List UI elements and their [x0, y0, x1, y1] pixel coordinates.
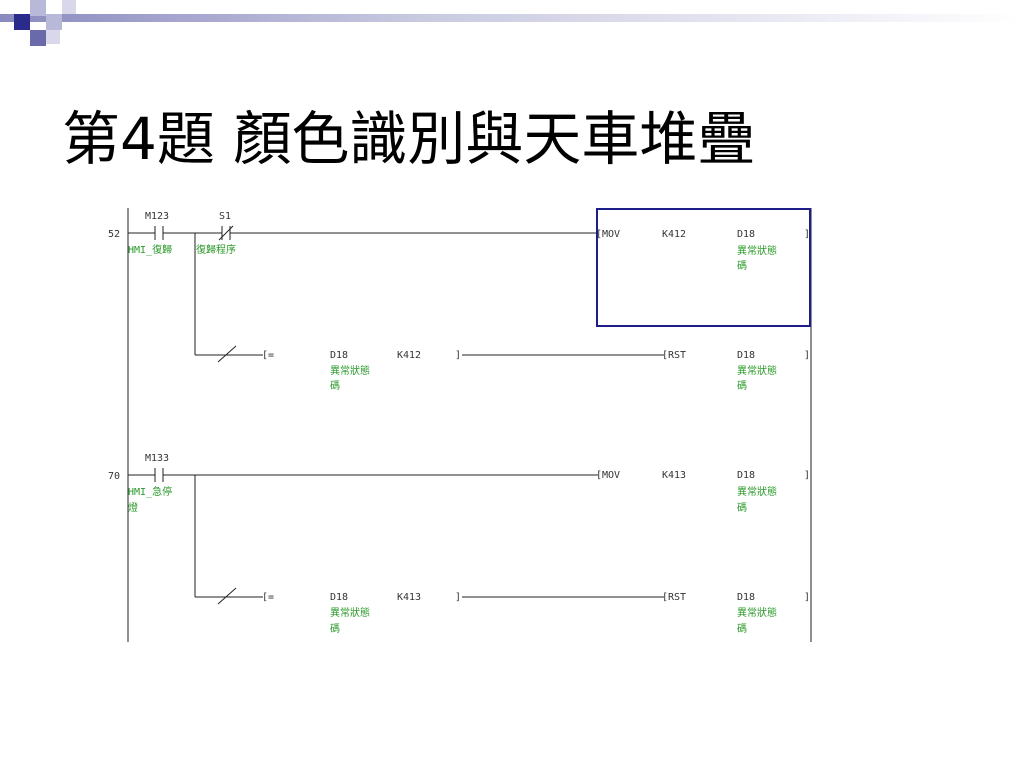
instruction-operand: D18	[330, 350, 348, 361]
mov-instruction[interactable]: [MOV K413 D18 ] 異常狀態 碼	[596, 470, 810, 514]
contact-comment: HMI_復歸	[128, 243, 172, 256]
contact-device-label: M133	[145, 453, 169, 464]
instruction-name: [MOV	[596, 229, 620, 240]
operand-comment: 碼	[330, 380, 340, 392]
contact-comment: 燈	[128, 502, 138, 514]
operand-comment: 異常狀態	[330, 606, 370, 619]
mov-instruction[interactable]: [MOV K412 D18 ] 異常狀態 碼	[596, 229, 810, 272]
instruction-operand: D18	[737, 592, 755, 603]
instruction-name: [=	[262, 592, 274, 603]
operand-comment: 異常狀態	[737, 485, 777, 498]
instruction-bracket: ]	[455, 350, 461, 361]
instruction-operand: K413	[662, 470, 686, 481]
no-contact-m123[interactable]	[154, 226, 164, 240]
compare-instruction[interactable]: [= D18 K413 ] 異常狀態 碼	[262, 592, 461, 635]
operand-comment: 異常狀態	[737, 364, 777, 377]
negation-mark	[217, 345, 237, 363]
no-contact-m133[interactable]	[154, 468, 164, 482]
operand-comment: 異常狀態	[737, 244, 777, 257]
corner-decoration	[0, 0, 1024, 60]
compare-instruction[interactable]: [= D18 K412 ] 異常狀態 碼	[262, 350, 461, 392]
step-number: 70	[108, 471, 120, 482]
operand-comment: 異常狀態	[330, 364, 370, 377]
instruction-bracket: ]	[455, 592, 461, 603]
selection-box	[596, 208, 811, 327]
negation-mark	[217, 587, 237, 605]
instruction-name: [=	[262, 350, 274, 361]
operand-comment: 碼	[737, 380, 747, 392]
instruction-name: [RST	[662, 592, 686, 603]
operand-comment: 碼	[330, 623, 340, 635]
instruction-bracket: ]	[804, 592, 810, 603]
operand-comment: 異常狀態	[737, 606, 777, 619]
instruction-operand: K413	[397, 592, 421, 603]
contact-comment: HMI_急停	[128, 485, 172, 498]
instruction-operand: D18	[737, 470, 755, 481]
step-number: 52	[108, 229, 120, 240]
instruction-operand: D18	[330, 592, 348, 603]
operand-comment: 碼	[737, 502, 747, 514]
instruction-bracket: ]	[804, 350, 810, 361]
rst-instruction[interactable]: [RST D18 ] 異常狀態 碼	[662, 592, 810, 635]
instruction-operand: K412	[397, 350, 421, 361]
instruction-operand: D18	[737, 350, 755, 361]
contact-comment: 復歸程序	[196, 243, 236, 256]
operand-comment: 碼	[737, 260, 747, 272]
instruction-operand: K412	[662, 229, 686, 240]
slide-title: 第4題 顏色識別與天車堆疊	[62, 105, 756, 173]
operand-comment: 碼	[737, 623, 747, 635]
contact-device-label: S1	[219, 211, 231, 222]
rst-instruction[interactable]: [RST D18 ] 異常狀態 碼	[662, 350, 810, 392]
instruction-operand: D18	[737, 229, 755, 240]
instruction-bracket: ]	[804, 229, 810, 240]
instruction-name: [RST	[662, 350, 686, 361]
instruction-bracket: ]	[804, 470, 810, 481]
contact-device-label: M123	[145, 211, 169, 222]
instruction-name: [MOV	[596, 470, 620, 481]
